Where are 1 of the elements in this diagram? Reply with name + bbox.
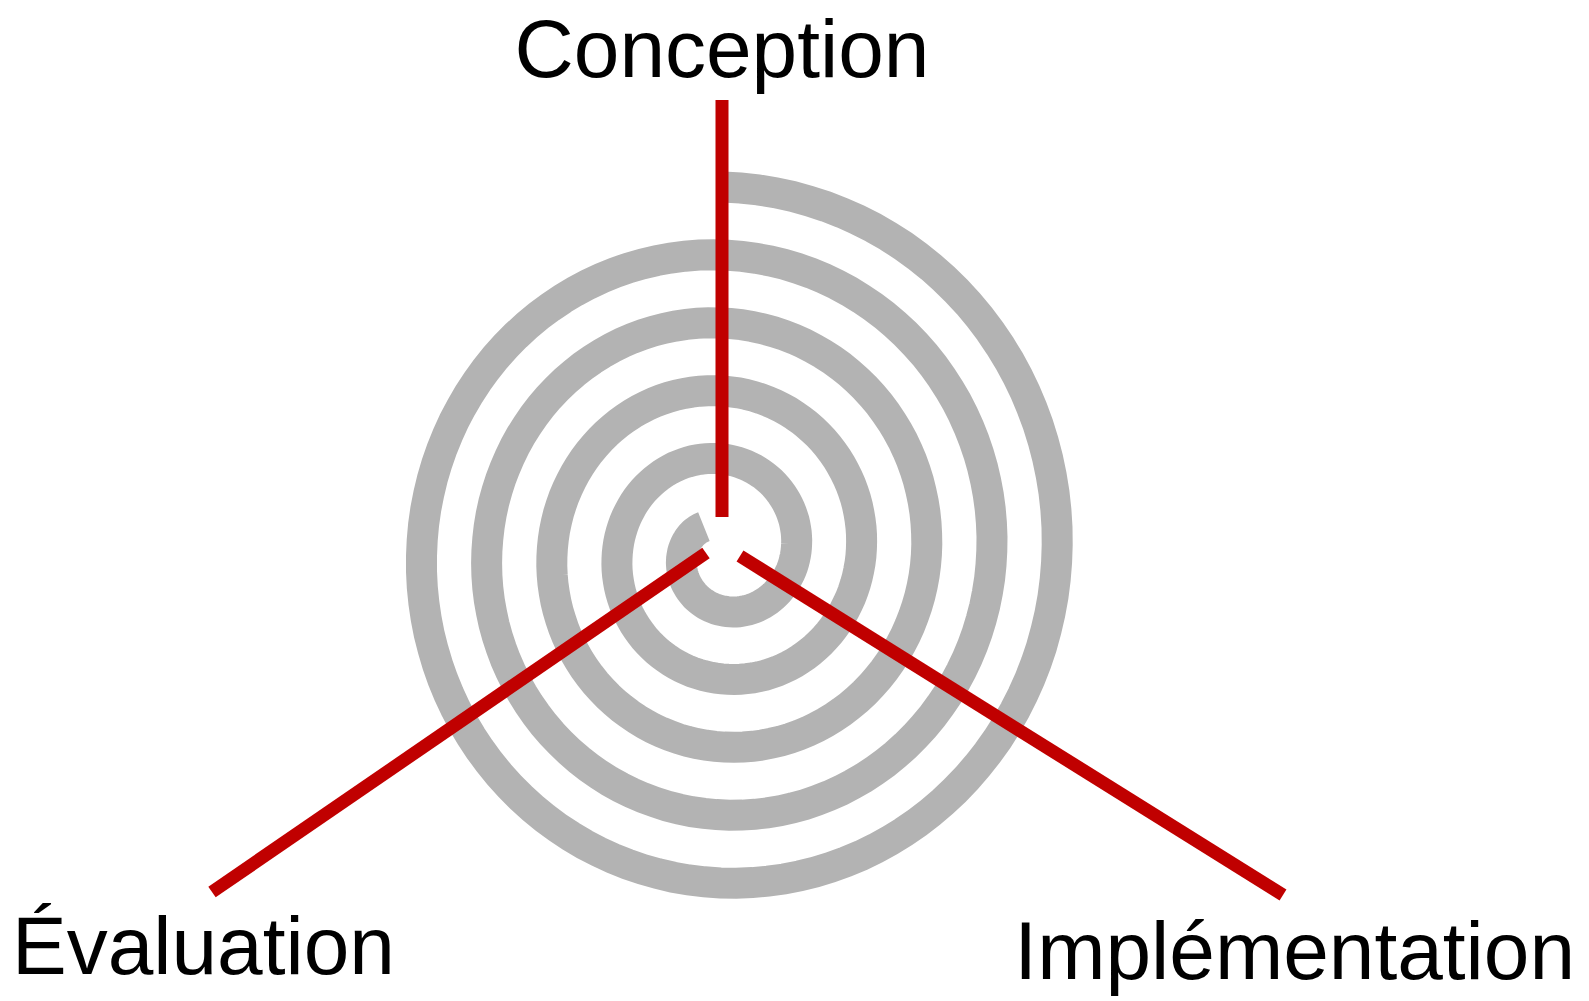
phase-label: Évaluation — [12, 905, 395, 987]
